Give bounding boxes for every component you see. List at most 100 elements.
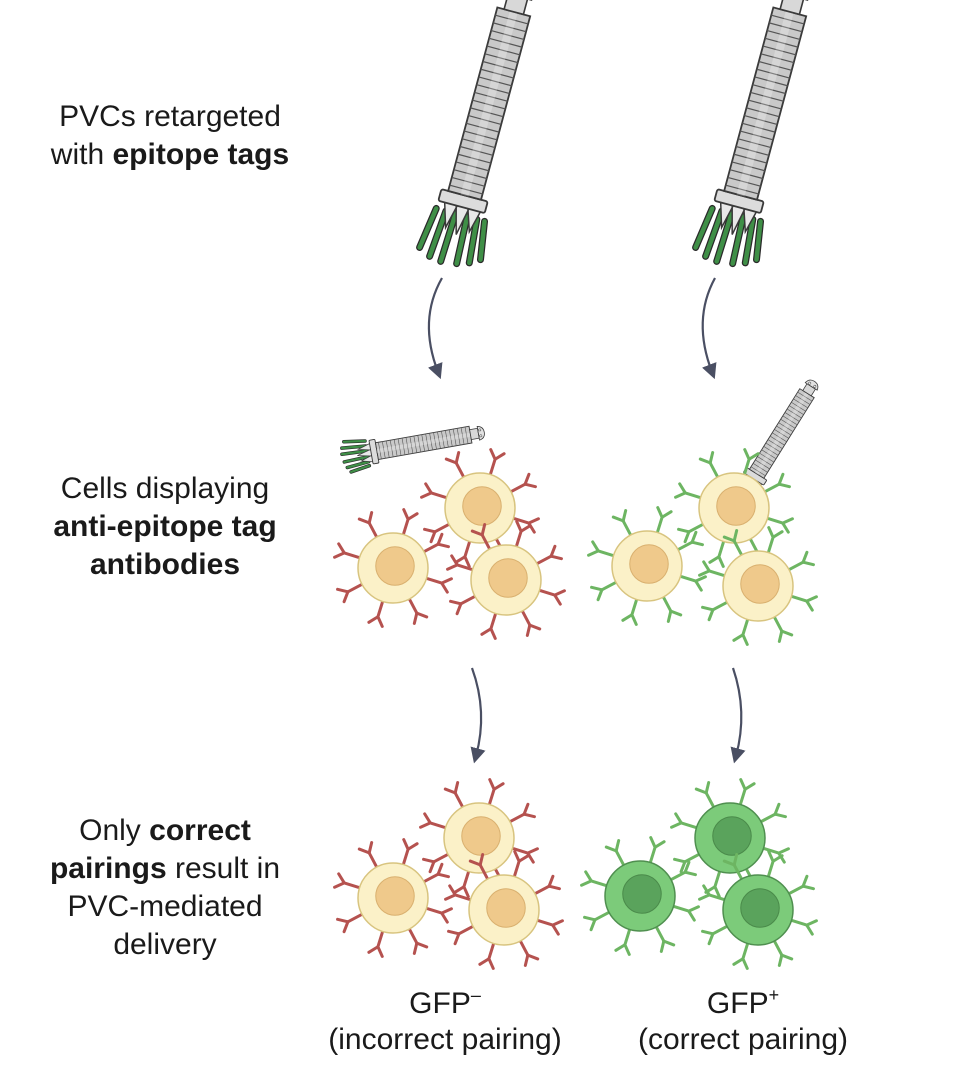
- antibody: [655, 506, 673, 535]
- antibody: [587, 540, 616, 558]
- antibody: [611, 509, 633, 537]
- antibody: [333, 542, 362, 560]
- cell-bottom-right-gfp-2: [670, 778, 790, 898]
- antibody: [732, 617, 750, 646]
- antibody: [722, 853, 744, 881]
- antibody: [533, 874, 561, 896]
- arrow-1-left: [427, 277, 443, 380]
- antibody: [422, 852, 450, 874]
- gfp-negative-label: GFP–: [409, 985, 481, 1020]
- antibody: [614, 927, 632, 956]
- antibody: [590, 580, 618, 602]
- row2-label: Cells displaying anti-epitope tag antibo…: [15, 470, 315, 584]
- antibody: [444, 451, 466, 479]
- antibody: [449, 594, 477, 616]
- arrow-1-right: [701, 277, 717, 380]
- cell-mid-right-1: [587, 506, 707, 626]
- gfp-positive-label: GFP+: [706, 985, 780, 1020]
- antibody: [367, 599, 385, 628]
- antibody: [336, 582, 364, 604]
- antibody: [420, 482, 449, 500]
- cell-bottom-right-gfp-3: [698, 850, 818, 970]
- antibody: [766, 526, 784, 555]
- antibody: [480, 611, 498, 640]
- row3-label: Only correct pairings result in PVC-medi…: [15, 812, 315, 964]
- antibody: [537, 588, 566, 606]
- antibody: [512, 850, 530, 879]
- pvc-top-right: [692, 0, 809, 268]
- cell-bottom-left-3: [444, 850, 564, 970]
- antibody: [674, 482, 703, 500]
- antibody: [424, 906, 453, 924]
- row3-line3: PVC-mediated: [67, 890, 263, 923]
- incorrect-pairing-label: (incorrect pairing): [328, 1023, 562, 1056]
- cell-bottom-left-1: [333, 838, 453, 958]
- antibody: [470, 523, 492, 551]
- antibody: [407, 927, 429, 955]
- antibody: [444, 884, 473, 902]
- row3-line1: Only correct: [79, 814, 251, 847]
- antibody: [336, 912, 364, 934]
- antibody: [677, 522, 705, 544]
- antibody: [698, 884, 727, 902]
- antibody: [678, 574, 707, 592]
- antibody: [487, 778, 505, 807]
- antibody: [447, 924, 475, 946]
- arrow-2-right: [730, 667, 746, 764]
- cell-mid-right-2: [674, 448, 794, 568]
- antibody: [422, 862, 450, 884]
- row3-line2: pairings result in: [49, 852, 281, 885]
- antibody: [508, 802, 536, 824]
- antibody: [732, 941, 750, 970]
- antibody: [698, 451, 720, 479]
- cell-mid-right-3: [698, 526, 818, 646]
- antibody: [673, 852, 701, 874]
- antibody: [694, 781, 716, 809]
- caption-left: GFP– (incorrect pairing): [300, 986, 590, 1058]
- antibody: [701, 600, 729, 622]
- antibody: [535, 918, 564, 936]
- antibody: [648, 836, 666, 865]
- antibody: [772, 615, 794, 643]
- antibody: [422, 532, 450, 554]
- antibody: [478, 941, 496, 970]
- cell-mid-left-2: [420, 448, 540, 568]
- row1-line1: PVCs retargeted: [59, 100, 281, 133]
- antibody: [509, 472, 537, 494]
- correct-pairing-label: (correct pairing): [637, 1023, 849, 1056]
- antibody: [671, 904, 700, 922]
- antibody: [763, 472, 791, 494]
- antibody: [401, 838, 419, 867]
- antibody: [333, 872, 362, 890]
- pvc-top-left: [416, 0, 533, 268]
- antibody: [738, 778, 756, 807]
- antibody: [535, 544, 563, 566]
- antibody: [453, 869, 471, 898]
- cell-mid-left-1: [333, 508, 453, 628]
- antibody: [357, 841, 379, 869]
- antibody: [367, 929, 385, 958]
- antibody: [518, 939, 540, 967]
- antibody: [787, 874, 815, 896]
- antibody: [446, 554, 475, 572]
- antibody: [787, 550, 815, 572]
- antibody: [670, 812, 699, 830]
- antibody: [468, 853, 490, 881]
- antibody: [701, 924, 729, 946]
- antibody: [419, 812, 448, 830]
- row3-line4: delivery: [113, 928, 217, 961]
- row1-label: PVCs retargeted with epitope tags: [20, 98, 320, 174]
- antibody: [454, 539, 472, 568]
- pvc-unbound-left: [340, 425, 485, 474]
- antibody: [520, 609, 542, 637]
- antibody: [401, 508, 419, 537]
- antibody: [407, 597, 429, 625]
- antibody: [766, 850, 784, 879]
- row2-line2: anti-epitope tag: [53, 510, 277, 543]
- antibody: [765, 516, 794, 534]
- cell-bottom-left-2: [419, 778, 539, 898]
- row2-line1: Cells displaying: [60, 472, 270, 505]
- antibody: [722, 529, 744, 557]
- antibody: [742, 448, 760, 477]
- row1-line2: with epitope tags: [50, 138, 290, 171]
